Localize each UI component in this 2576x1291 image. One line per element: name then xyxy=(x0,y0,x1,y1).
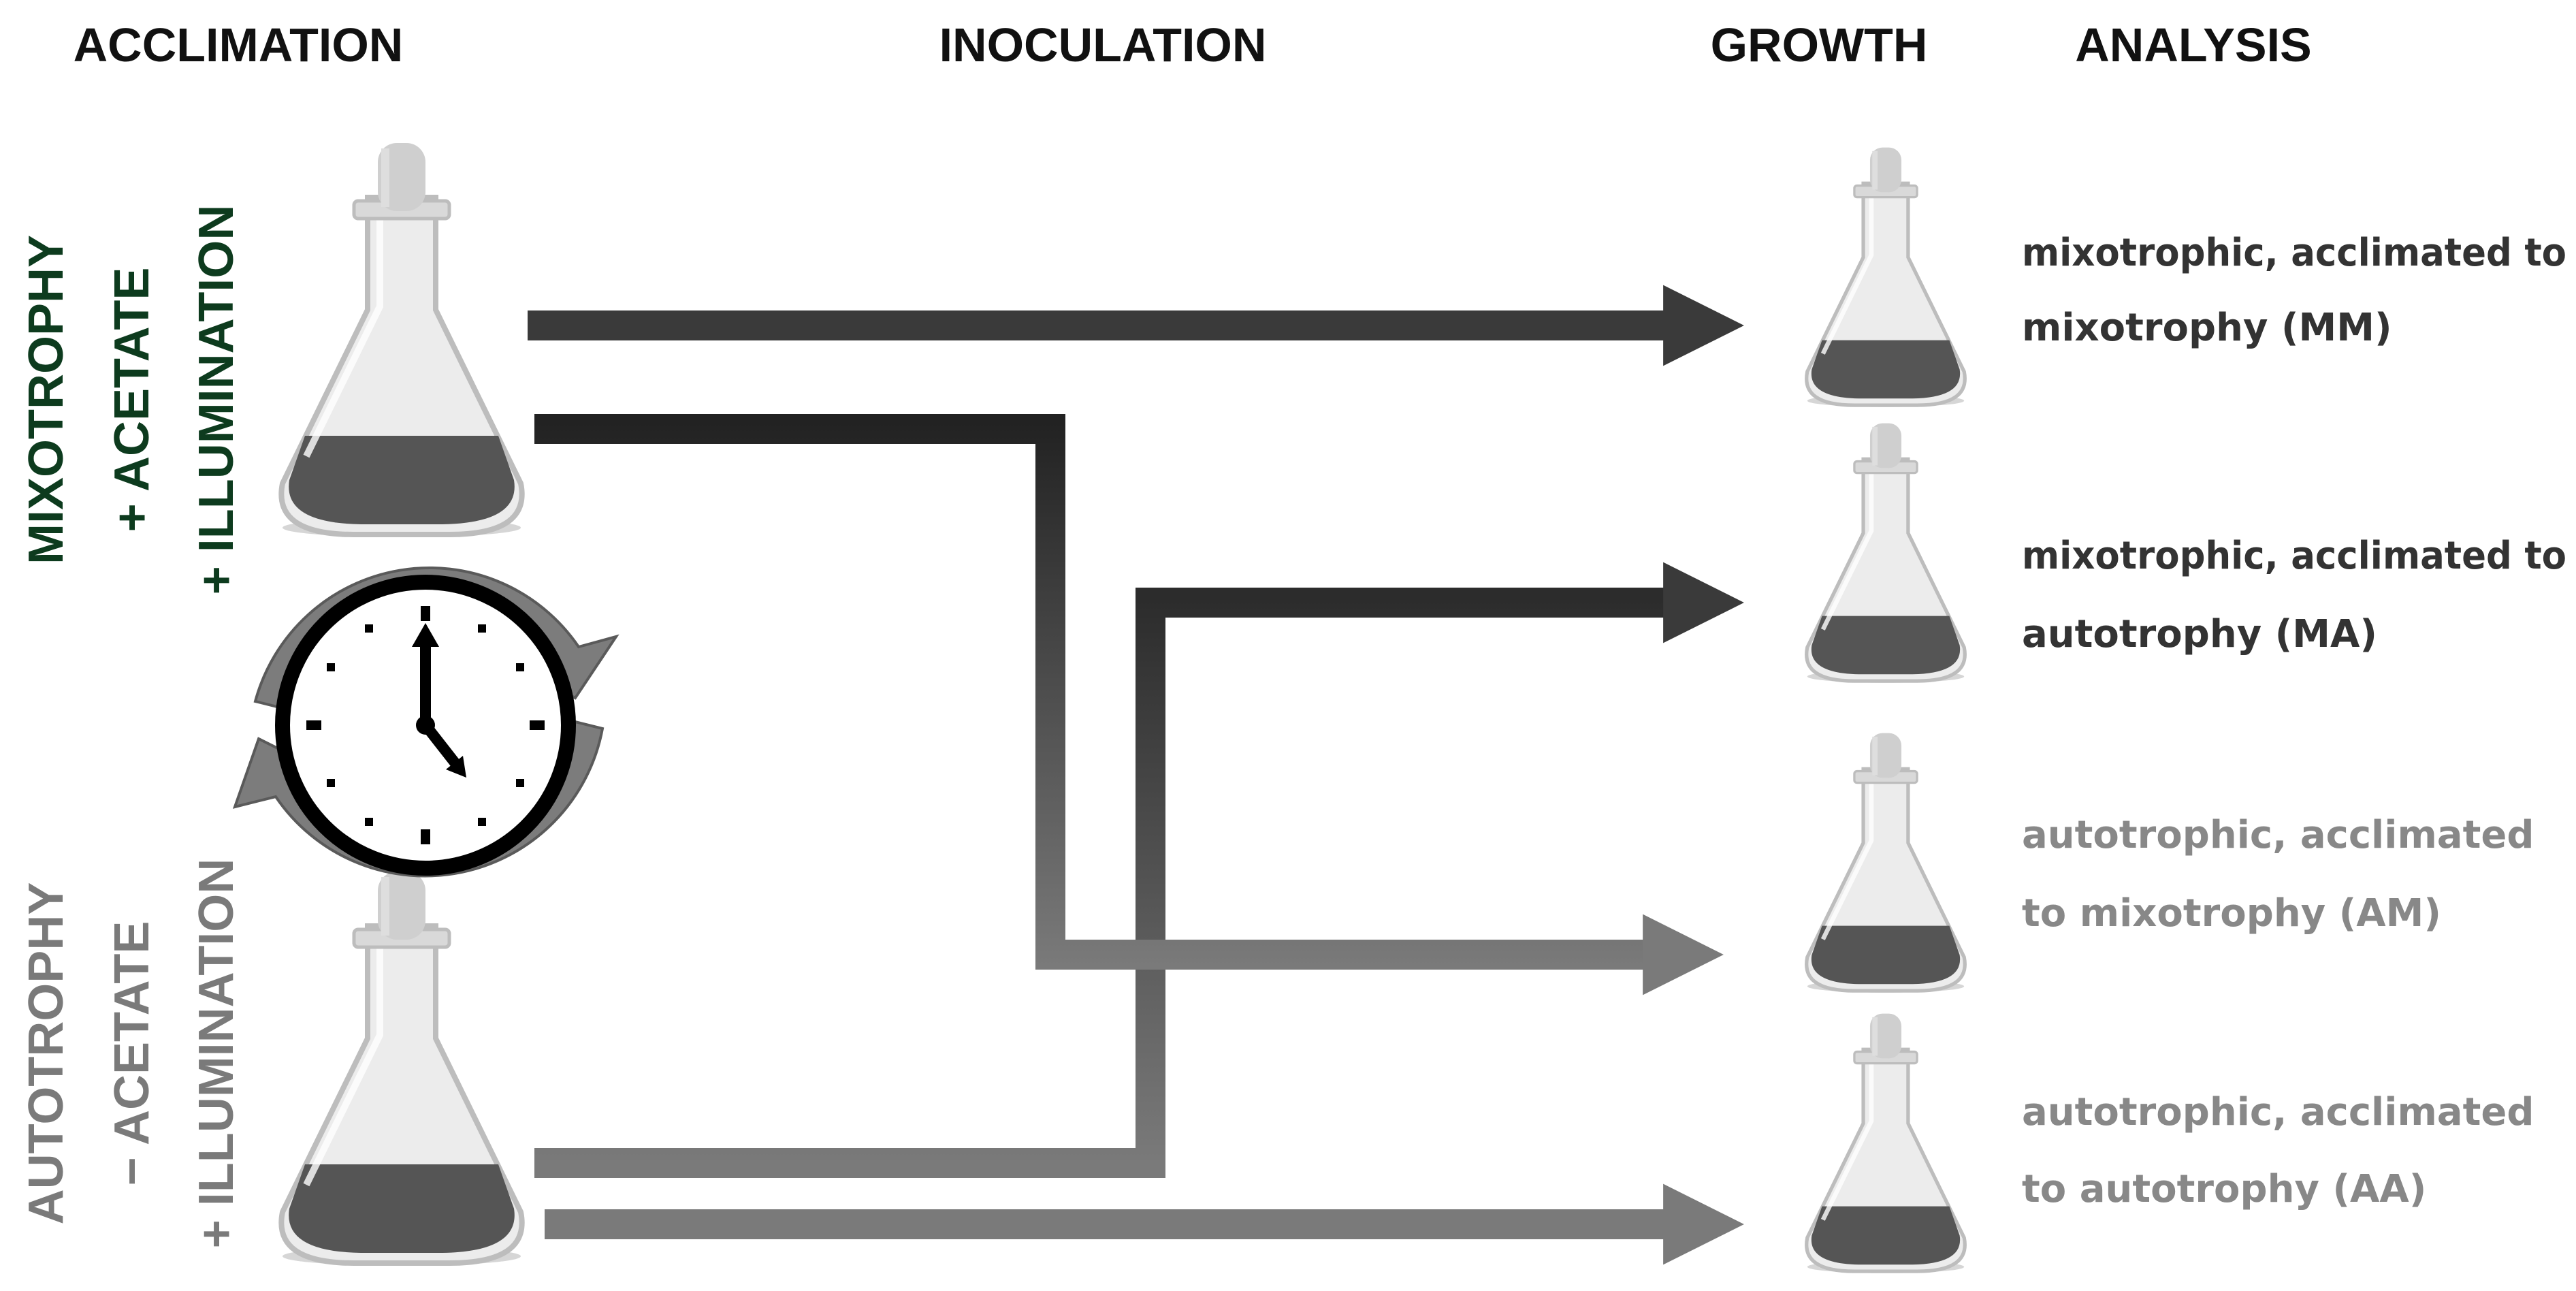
autotrophy-acetate: − ACETATE xyxy=(105,921,159,1186)
mixotrophy-illumination: + ILLUMINATION xyxy=(189,205,244,595)
result-ma: mixotrophic, acclimated to autotrophy (M… xyxy=(2022,534,2566,656)
flask-icon xyxy=(281,872,521,1266)
clock-cycle-group xyxy=(232,567,619,878)
flask-icon xyxy=(1807,733,1965,993)
mixotrophy-acetate: + ACETATE xyxy=(105,268,159,532)
result-ma-line1: mixotrophic, acclimated to xyxy=(2022,534,2566,578)
clock-icon xyxy=(275,575,576,876)
result-mm: mixotrophic, acclimated to mixotrophy (M… xyxy=(2022,231,2566,350)
autotrophy-illumination: + ILLUMINATION xyxy=(189,859,244,1249)
result-ma-line2: autotrophy (MA) xyxy=(2022,612,2377,656)
result-aa: autotrophic, acclimated to autotrophy (A… xyxy=(2022,1090,2534,1211)
result-mm-line1: mixotrophic, acclimated to xyxy=(2022,231,2566,275)
arrow-am xyxy=(534,414,1724,995)
result-am-line2: to mixotrophy (AM) xyxy=(2022,891,2441,936)
result-aa-line1: autotrophic, acclimated xyxy=(2022,1090,2534,1134)
header-growth: GROWTH xyxy=(1711,18,1928,71)
flask-icon xyxy=(281,143,521,537)
header-acclimation: ACCLIMATION xyxy=(74,18,404,71)
header-analysis: ANALYSIS xyxy=(2075,18,2312,71)
result-am-line1: autotrophic, acclimated xyxy=(2022,813,2534,857)
arrow-ma xyxy=(534,562,1744,1178)
mixotrophy-title: MIXOTROPHY xyxy=(19,235,74,564)
flask-icon xyxy=(1807,1014,1965,1273)
flask-icon xyxy=(1807,424,1965,683)
autotrophy-title: AUTOTROPHY xyxy=(19,882,74,1225)
transfer-arrows xyxy=(528,285,1744,1265)
header-inoculation: INOCULATION xyxy=(939,18,1267,71)
flask-icon xyxy=(1807,148,1965,407)
autotrophy-label-group: AUTOTROPHY − ACETATE + ILLUMINATION xyxy=(19,859,244,1249)
result-am: autotrophic, acclimated to mixotrophy (A… xyxy=(2022,813,2534,936)
mixotrophy-label-group: MIXOTROPHY + ACETATE + ILLUMINATION xyxy=(19,205,244,595)
result-aa-line2: to autotrophy (AA) xyxy=(2022,1167,2426,1211)
result-mm-line2: mixotrophy (MM) xyxy=(2022,306,2392,350)
